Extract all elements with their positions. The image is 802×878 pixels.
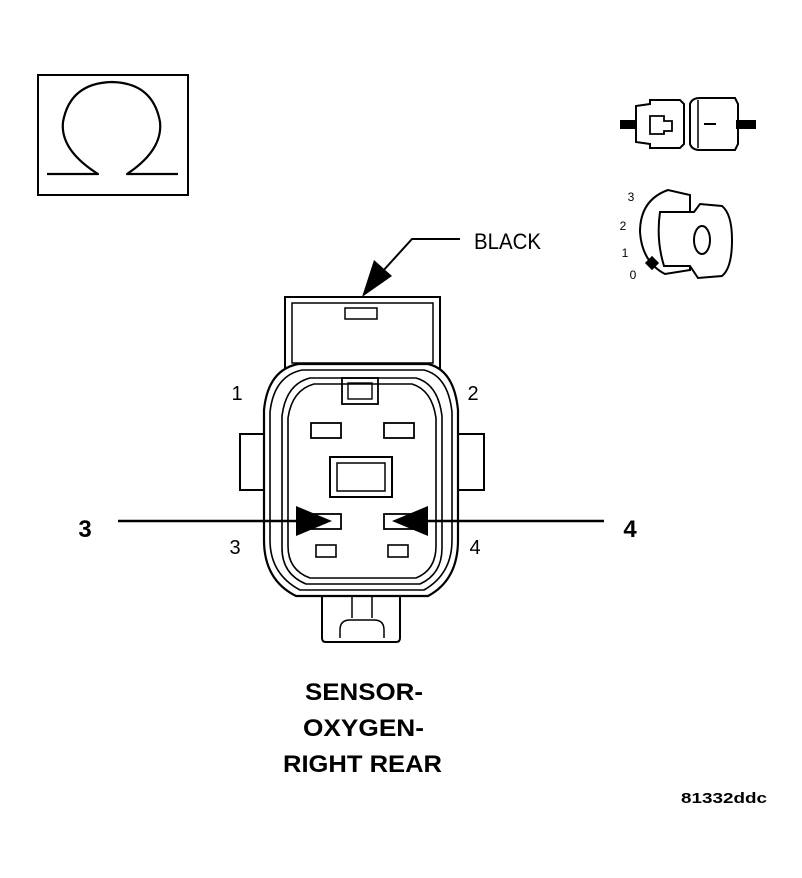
title-line-1: SENSOR- [305, 679, 423, 706]
ohmmeter-omega-icon [37, 74, 189, 196]
pin-3-label: 3 [229, 537, 240, 559]
pin-2-label: 2 [467, 383, 478, 405]
ignition-position-3: 0 [630, 268, 637, 282]
test-point-left-label: 3 [78, 516, 91, 543]
connector-color-label: BLACK [474, 229, 541, 254]
ignition-position-2: 1 [622, 246, 629, 260]
color-leader-arrow [362, 238, 460, 297]
disconnected-connector-icon [620, 97, 756, 151]
test-point-arrow-left [118, 506, 332, 536]
figure-code: 81332ddc [681, 790, 767, 807]
ignition-position-1: 2 [620, 219, 627, 233]
test-point-right-label: 4 [623, 516, 637, 543]
ignition-key-icon [638, 188, 734, 280]
test-point-arrow-right [392, 506, 604, 536]
connector-body [239, 296, 485, 643]
title-line-3: RIGHT REAR [283, 751, 442, 778]
ignition-position-0: 3 [628, 190, 635, 204]
title-line-2: OXYGEN- [303, 715, 424, 742]
pin-1-label: 1 [231, 383, 242, 405]
pin-4-label: 4 [469, 537, 480, 559]
